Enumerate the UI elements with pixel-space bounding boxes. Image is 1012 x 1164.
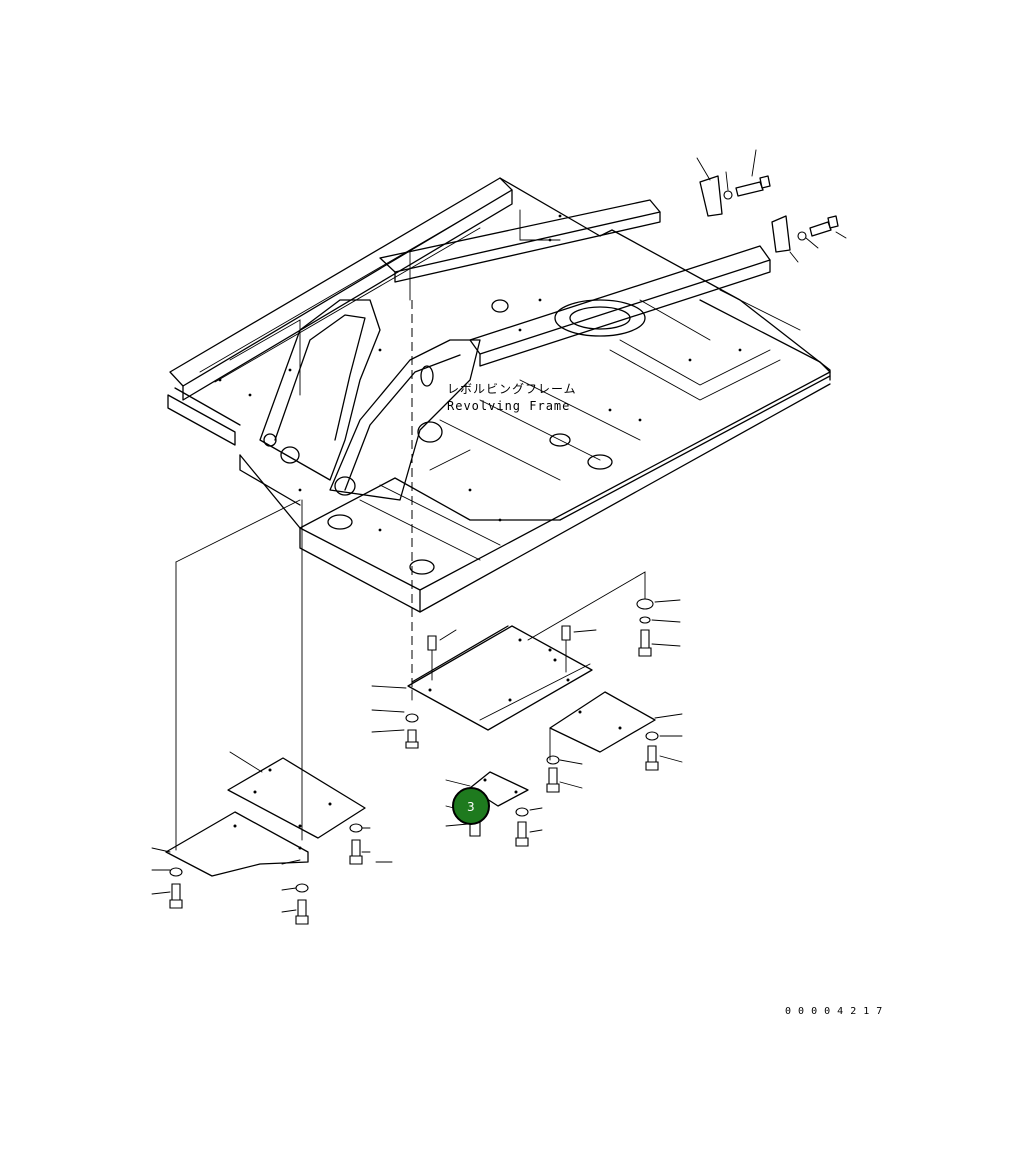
callout-number[interactable]: 3 [467,800,475,814]
frame-label-japanese: レボルビングフレーム [447,382,577,396]
frame-label-english: Revolving Frame [447,399,570,413]
cover-plate-right [549,691,683,753]
cover-plate-center [371,625,597,731]
cover-plate-left-upper [227,751,366,839]
part-callout-3[interactable]: 3 [452,787,490,825]
callout-circle[interactable] [452,787,490,825]
revolving-frame [167,149,847,613]
cover-plate-left-lower [165,811,309,877]
assembly-guide-lines [175,300,646,851]
fasteners [151,598,683,925]
drawing-number: 0 0 0 0 4 2 1 7 [785,1006,883,1017]
